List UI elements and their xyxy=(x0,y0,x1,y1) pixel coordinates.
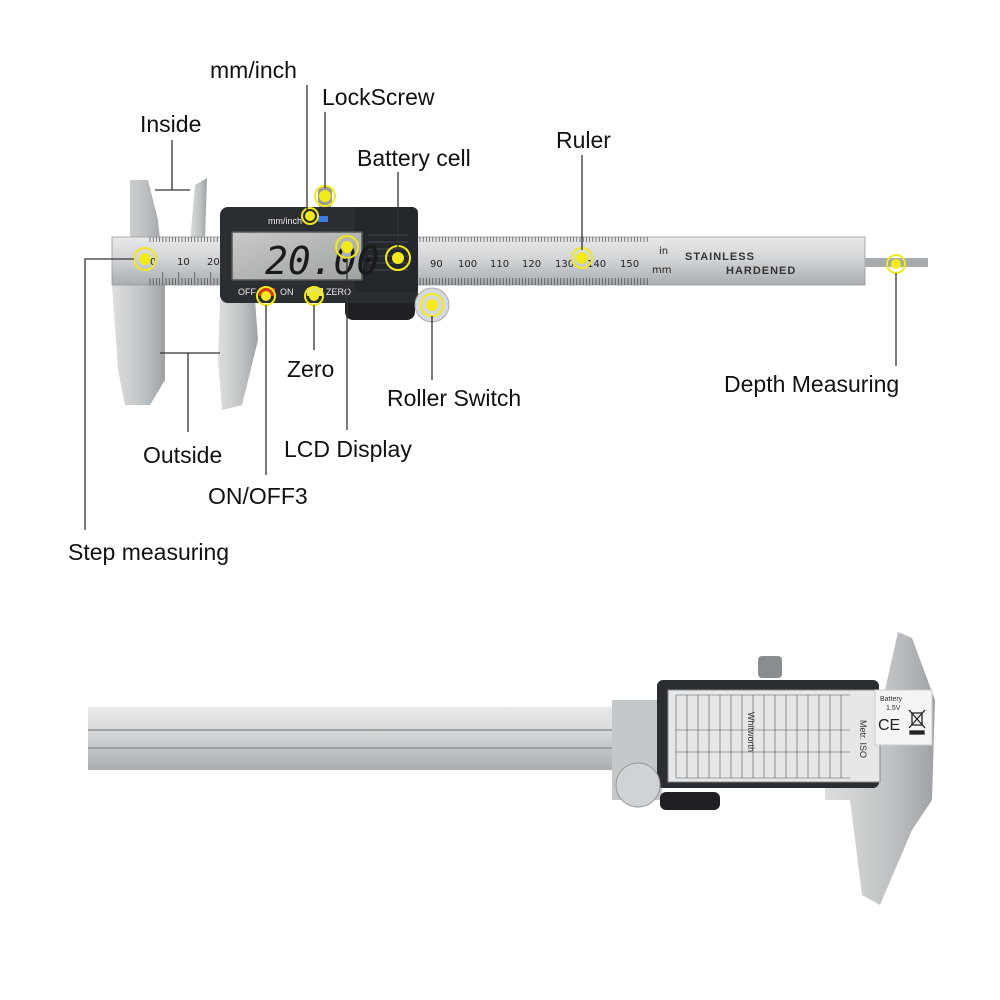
label-battery-cell: Battery cell xyxy=(357,145,471,171)
zero-label: ZERO xyxy=(326,287,351,297)
weee-bin-icon xyxy=(908,709,926,735)
caliper-front: 0 10 20 90 100 110 120 130 140 150 in mm… xyxy=(68,57,928,565)
roller-wheel-back[interactable] xyxy=(615,762,661,808)
scale-label: 90 xyxy=(430,259,443,270)
scale-label: 100 xyxy=(458,259,477,270)
scale-label: 140 xyxy=(587,259,606,270)
label-roller-switch: Roller Switch xyxy=(387,385,521,411)
table-title-whitworth: Whitworth xyxy=(746,712,756,752)
table-title-iso: Metr. ISO xyxy=(858,720,868,758)
movable-jaw xyxy=(190,178,207,240)
scale-label: 150 xyxy=(620,259,639,270)
leader-lines xyxy=(84,85,897,530)
caliper-back: Metr. ISO Whitworth Battery 1.5V CE xyxy=(88,632,935,905)
on-label: ON xyxy=(280,287,294,297)
off-label: OFF xyxy=(238,287,256,297)
label-on-off: ON/OFF3 xyxy=(208,483,308,509)
label-outside: Outside xyxy=(143,442,222,468)
unit-mm: mm xyxy=(652,265,671,276)
scale-label: 20 xyxy=(207,257,220,268)
label-ruler: Ruler xyxy=(556,127,611,153)
ce-mark: CE xyxy=(878,717,900,734)
beam-text-stainless: STAINLESS xyxy=(685,251,755,263)
scale-label: 120 xyxy=(522,259,541,270)
label-zero: Zero xyxy=(287,356,334,382)
ruler-ticks xyxy=(149,237,648,285)
beam-text-hardened: HARDENED xyxy=(726,265,796,277)
scale-label: 0 xyxy=(150,257,156,268)
highlight-dots xyxy=(133,185,906,317)
label-inside: Inside xyxy=(140,111,201,137)
label-lcd-display: LCD Display xyxy=(284,436,412,462)
mm-inch-button[interactable] xyxy=(318,216,328,222)
battery-text: Battery xyxy=(880,696,903,703)
scale-label: 10 xyxy=(177,257,190,268)
unit-in: in xyxy=(659,246,668,257)
label-depth-measuring: Depth Measuring xyxy=(724,371,899,397)
label-lockscrew: LockScrew xyxy=(322,84,435,110)
scale-label: 130 xyxy=(555,259,574,270)
lcd-reading: 20.00 xyxy=(265,239,379,283)
scale-label: 110 xyxy=(490,259,509,270)
battery-voltage: 1.5V xyxy=(886,705,901,712)
unit-button-label: mm/inch xyxy=(268,216,302,226)
lock-screw-back[interactable] xyxy=(758,656,782,678)
label-step-measuring: Step measuring xyxy=(68,539,229,565)
label-mm-inch: mm/inch xyxy=(210,57,297,83)
fixed-jaw xyxy=(112,180,165,405)
thread-table-label xyxy=(667,689,881,783)
